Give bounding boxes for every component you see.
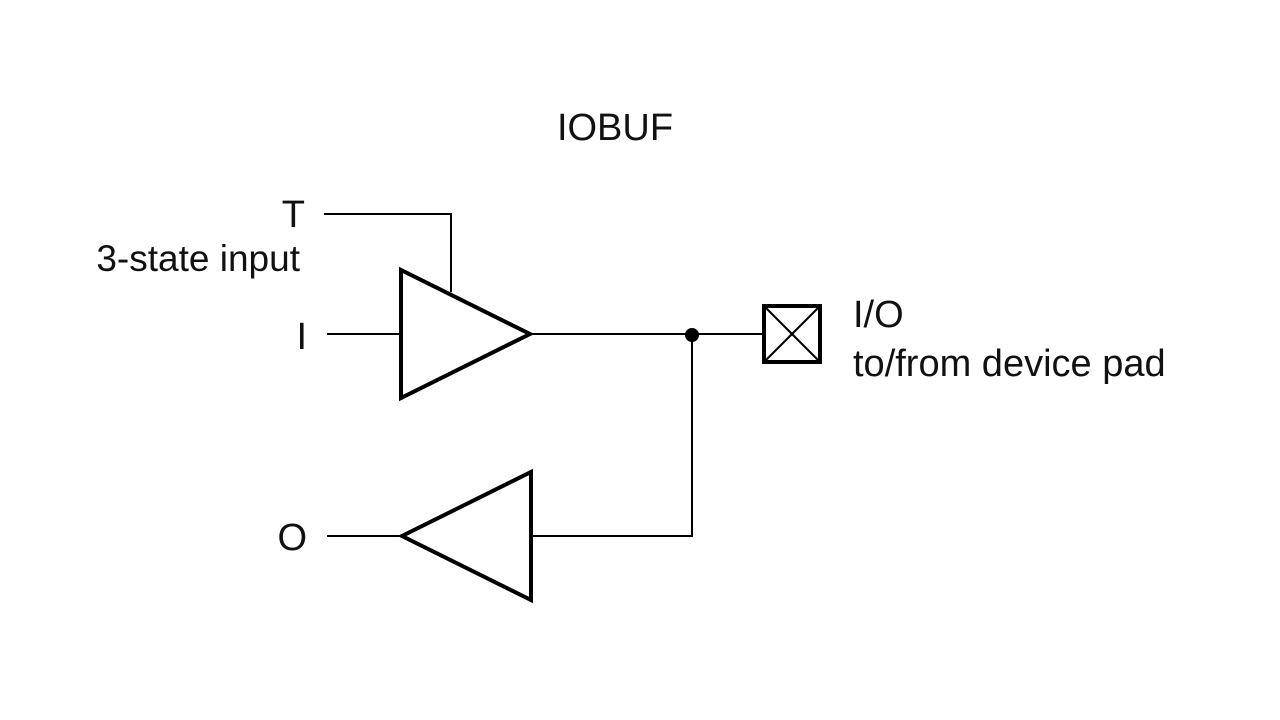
- t-wire: [324, 213, 452, 292]
- output-buffer-triangle: [399, 266, 535, 402]
- feedback-wire: [531, 334, 693, 537]
- o-label: O: [277, 517, 307, 559]
- input-buffer-triangle: [397, 468, 533, 604]
- t-description: 3-state input: [96, 238, 300, 279]
- pad-label: I/O: [853, 294, 904, 336]
- diagram-title: IOBUF: [557, 107, 673, 149]
- t-label: T: [282, 194, 305, 236]
- pad-description: to/from device pad: [853, 343, 1166, 385]
- device-pad-icon: [762, 304, 822, 364]
- i-label: I: [296, 316, 307, 358]
